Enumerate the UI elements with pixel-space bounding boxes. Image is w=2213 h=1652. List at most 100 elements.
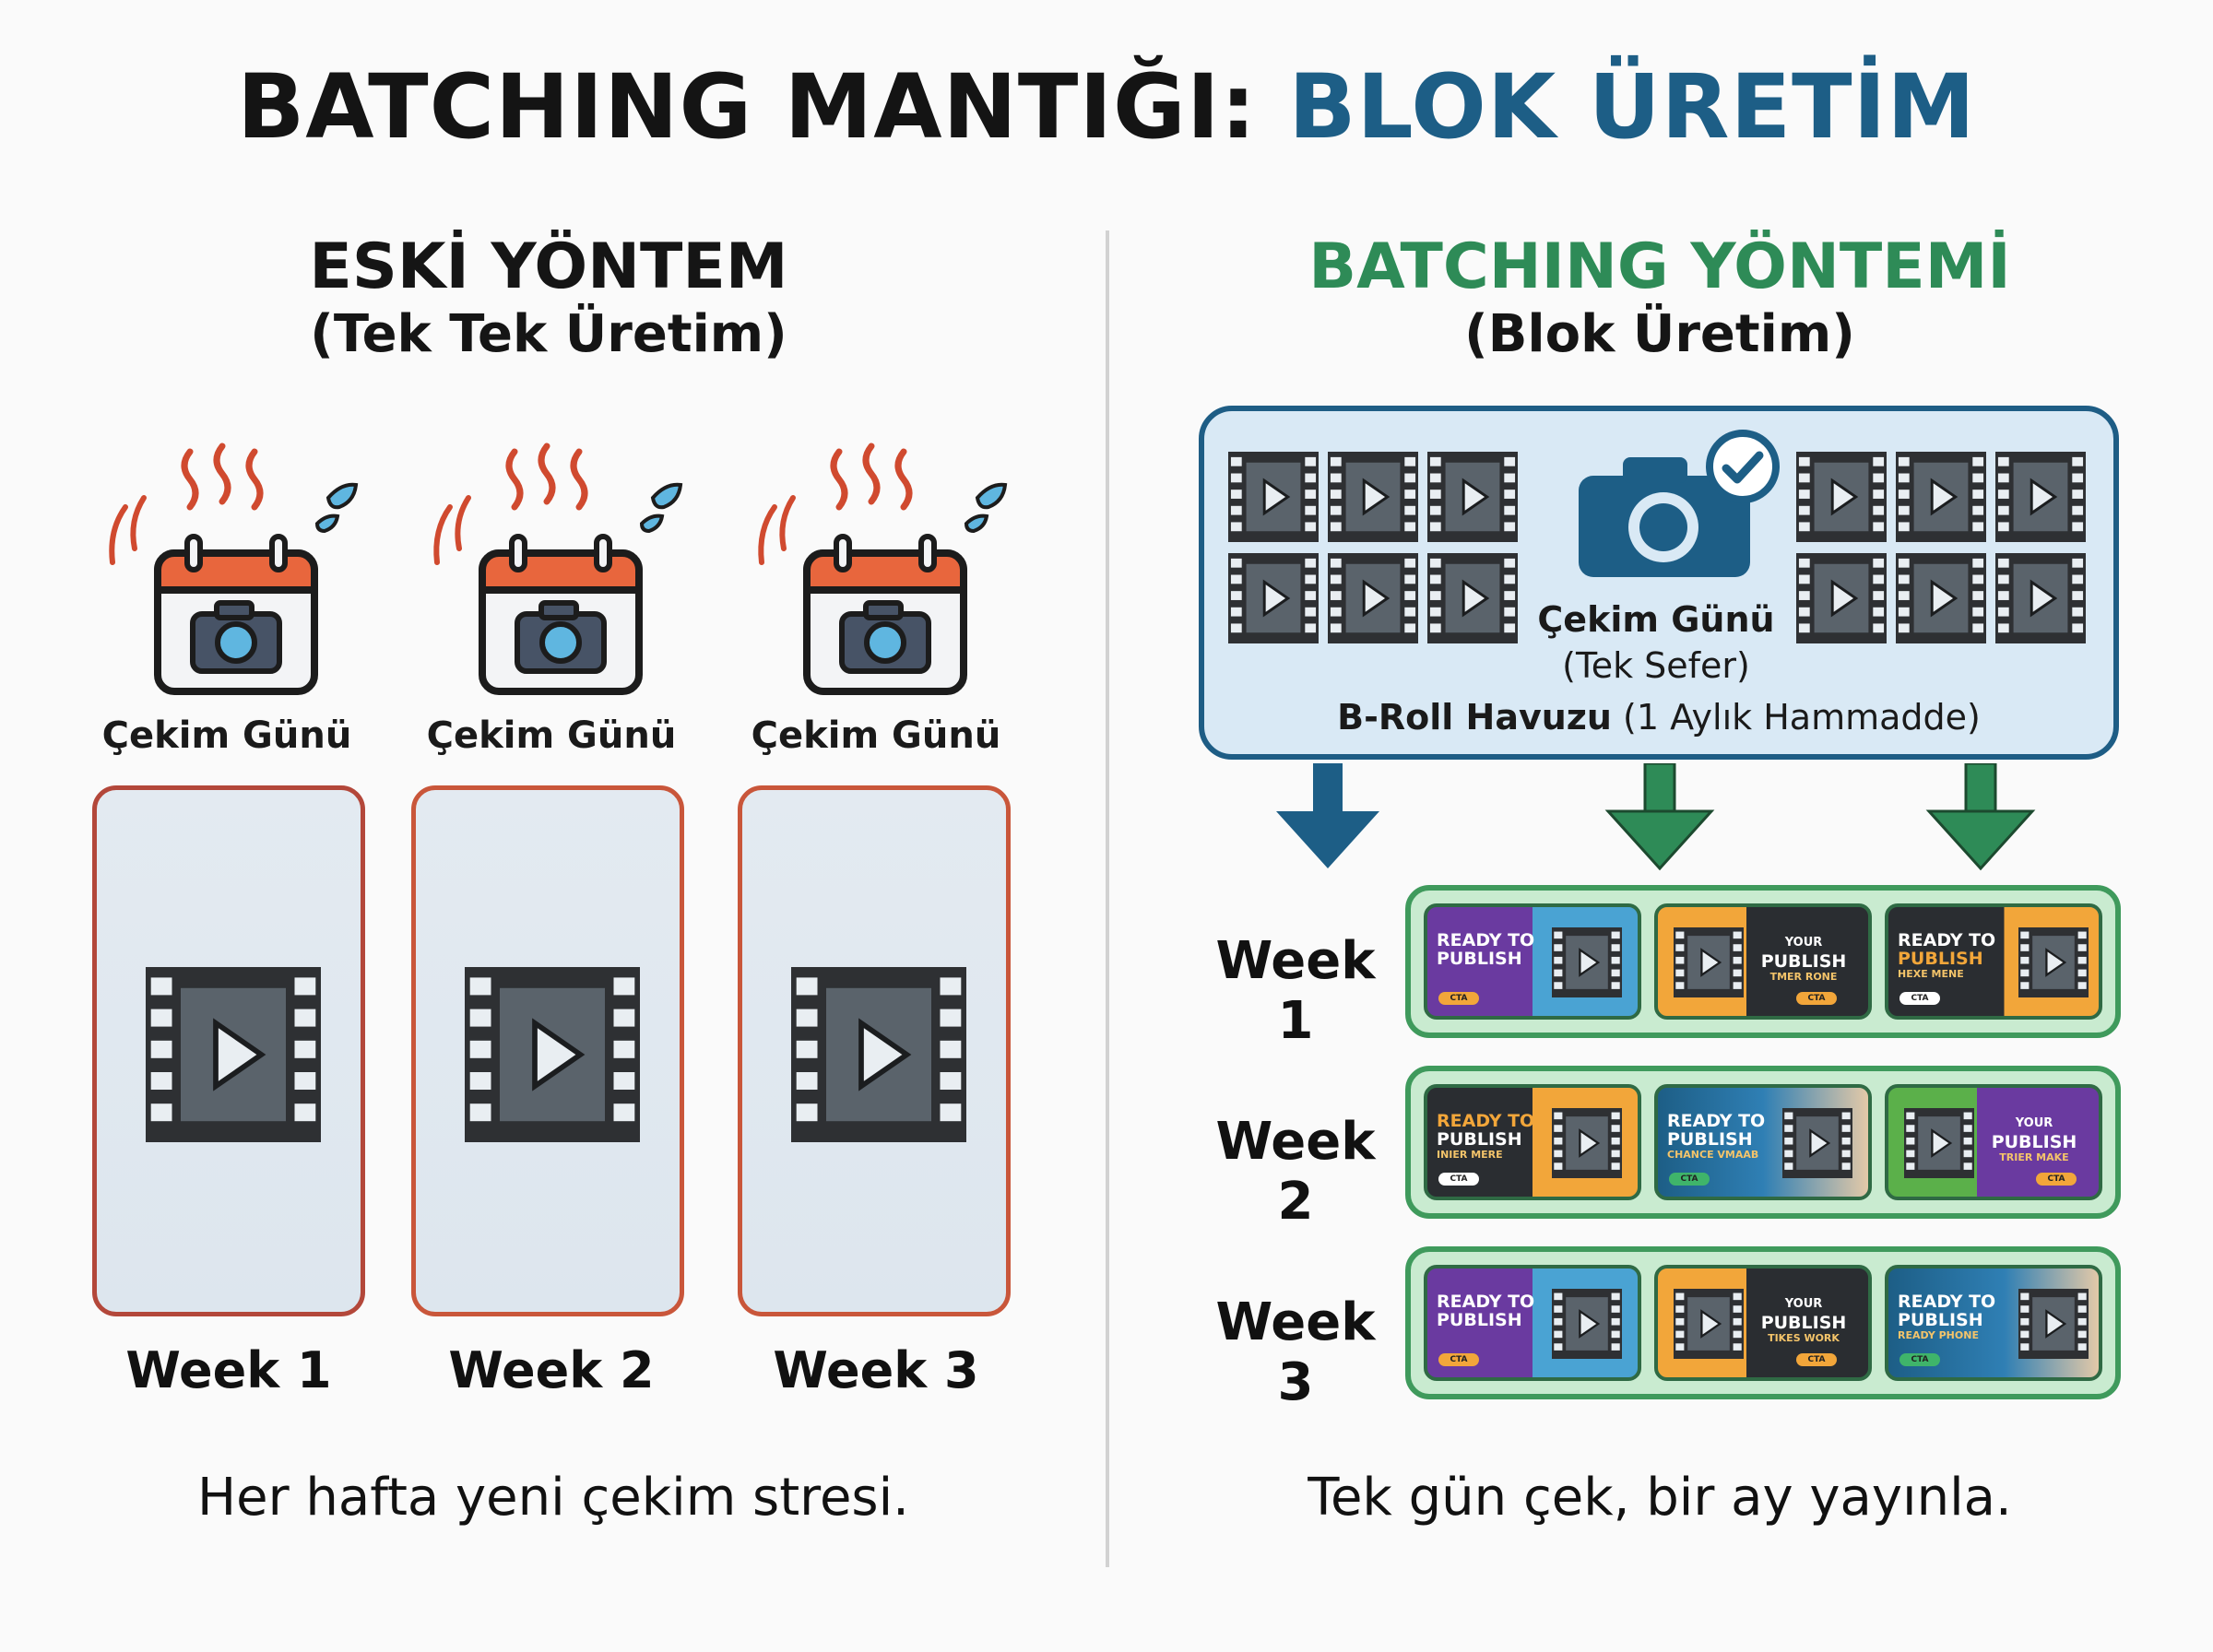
right-caption: Tek gün çek, bir ay yayınla. <box>1308 1468 2012 1528</box>
thumb-title: PUBLISH <box>1760 951 1847 972</box>
column-divider <box>1106 230 1109 1567</box>
thumb-subtitle: CHANCE VMAAB <box>1667 1149 1759 1161</box>
thumb-cta: CTA <box>1438 1353 1479 1366</box>
pool-shoot-label: Çekim Günü <box>1537 599 1775 640</box>
film-play-icon <box>1899 1108 1979 1178</box>
stress-wave-icon <box>433 495 471 565</box>
thumb-subtitle: HEXE MENE <box>1898 968 1964 980</box>
left-caption: Her hafta yeni çekim stresi. <box>197 1468 909 1528</box>
film-play-icon <box>2014 927 2093 997</box>
stress-wave-icon <box>758 495 796 565</box>
shoot-day-label-2: Çekim Günü <box>426 714 677 757</box>
thumb-title: YOUR <box>2015 1116 2053 1130</box>
thumb-subtitle: TMER RONE <box>1769 971 1838 983</box>
thumb-cta: CTA <box>1899 1353 1940 1366</box>
film-play-icon <box>1547 927 1627 997</box>
film-play-icon <box>788 967 969 1142</box>
film-play-icon <box>1669 1289 1748 1359</box>
thumb-title: PUBLISH <box>1991 1132 2077 1152</box>
thumb-title: PUBLISH <box>1667 1129 1753 1150</box>
thumb-cta: CTA <box>1899 992 1940 1005</box>
sweat-drop-icon <box>314 482 359 534</box>
week-label-3: Week 3 <box>773 1341 979 1399</box>
stress-calendar-2 <box>413 433 708 710</box>
film-play-icon <box>1778 1108 1857 1178</box>
thumb-title: PUBLISH <box>1898 949 1983 969</box>
film-grid-right <box>1794 452 2088 643</box>
pool-name: B-Roll Havuzu <box>1337 697 1612 738</box>
thumb-title: READY TO <box>1667 1111 1766 1131</box>
film-play-icon <box>143 967 324 1142</box>
week-card-2 <box>411 785 684 1316</box>
film-play-icon <box>2014 1289 2093 1359</box>
thumb-title: READY TO <box>1898 930 1996 950</box>
week-card-3 <box>738 785 1011 1316</box>
stress-calendar-3 <box>738 433 1033 710</box>
thumb-cta: CTA <box>1796 992 1837 1005</box>
left-heading: ESKİ YÖNTEM <box>309 230 788 303</box>
pool-desc: (1 Aylık Hammadde) <box>1611 697 1981 738</box>
thumb-subtitle: INIER MERE <box>1437 1149 1503 1161</box>
title-part1: BATCHING MANTIĞI: <box>237 55 1257 159</box>
thumb-subtitle: TRIER MAKE <box>1999 1151 2069 1163</box>
title-part2: BLOK ÜRETİM <box>1288 55 1976 159</box>
stress-calendar-1 <box>89 433 384 710</box>
week-label-2: Week 2 <box>448 1341 655 1399</box>
thumb-cta: CTA <box>1438 992 1479 1005</box>
thumb-title: PUBLISH <box>1437 1310 1522 1330</box>
film-play-icon <box>1547 1289 1627 1359</box>
arrow-down-icon <box>1604 763 1715 871</box>
thumb-title: READY TO <box>1437 930 1535 950</box>
page-title: BATCHING MANTIĞI: BLOK ÜRETİM <box>0 55 2213 159</box>
week-card-1 <box>92 785 365 1316</box>
shoot-day-label-3: Çekim Günü <box>751 714 1001 757</box>
steam-icon <box>181 442 264 511</box>
thumb-title: READY TO <box>1437 1292 1535 1312</box>
thumb-cta: CTA <box>1438 1173 1479 1186</box>
thumb-subtitle: READY PHONE <box>1898 1329 1979 1341</box>
b-roll-pool: Çekim Günü (Tek Sefer) B-Roll Havuzu (1 … <box>1199 406 2119 760</box>
week-row-label-3: Week 3 <box>1215 1292 1376 1412</box>
week-row-label-2: Week 2 <box>1215 1112 1376 1232</box>
week-row-label-1: Week 1 <box>1215 931 1376 1051</box>
shoot-day-label-1: Çekim Günü <box>101 714 352 757</box>
thumb-cta: CTA <box>1669 1173 1710 1186</box>
pool-shoot-sub: (Tek Sefer) <box>1562 645 1750 686</box>
right-heading: BATCHING YÖNTEMİ <box>1308 230 2011 303</box>
thumb-title: READY TO <box>1437 1111 1535 1131</box>
steam-icon <box>505 442 588 511</box>
thumb-title: YOUR <box>1784 1297 1823 1311</box>
thumb-title: YOUR <box>1784 936 1823 950</box>
sweat-drop-icon <box>639 482 683 534</box>
arrow-down-icon <box>1925 763 2036 871</box>
camera-check-icon <box>1579 430 1780 577</box>
right-subheading: (Blok Üretim) <box>1464 304 1855 364</box>
thumb-title: PUBLISH <box>1437 1129 1522 1150</box>
film-play-icon <box>1669 927 1748 997</box>
left-subheading: (Tek Tek Üretim) <box>310 304 787 364</box>
thumb-title: READY TO <box>1898 1292 1996 1312</box>
thumb-subtitle: TIKES WORK <box>1768 1332 1840 1344</box>
stress-wave-icon <box>109 495 147 565</box>
thumb-cta: CTA <box>2036 1173 2077 1186</box>
film-grid-left <box>1226 452 1520 643</box>
sweat-drop-icon <box>964 482 1008 534</box>
film-play-icon <box>1547 1108 1627 1178</box>
distribution-arrows <box>1276 763 2036 871</box>
week-label-1: Week 1 <box>125 1341 332 1399</box>
thumb-title: PUBLISH <box>1898 1310 1983 1330</box>
arrow-down-icon <box>1276 763 1379 868</box>
film-play-icon <box>462 967 643 1142</box>
pool-caption: B-Roll Havuzu (1 Aylık Hammadde) <box>1204 697 2113 738</box>
